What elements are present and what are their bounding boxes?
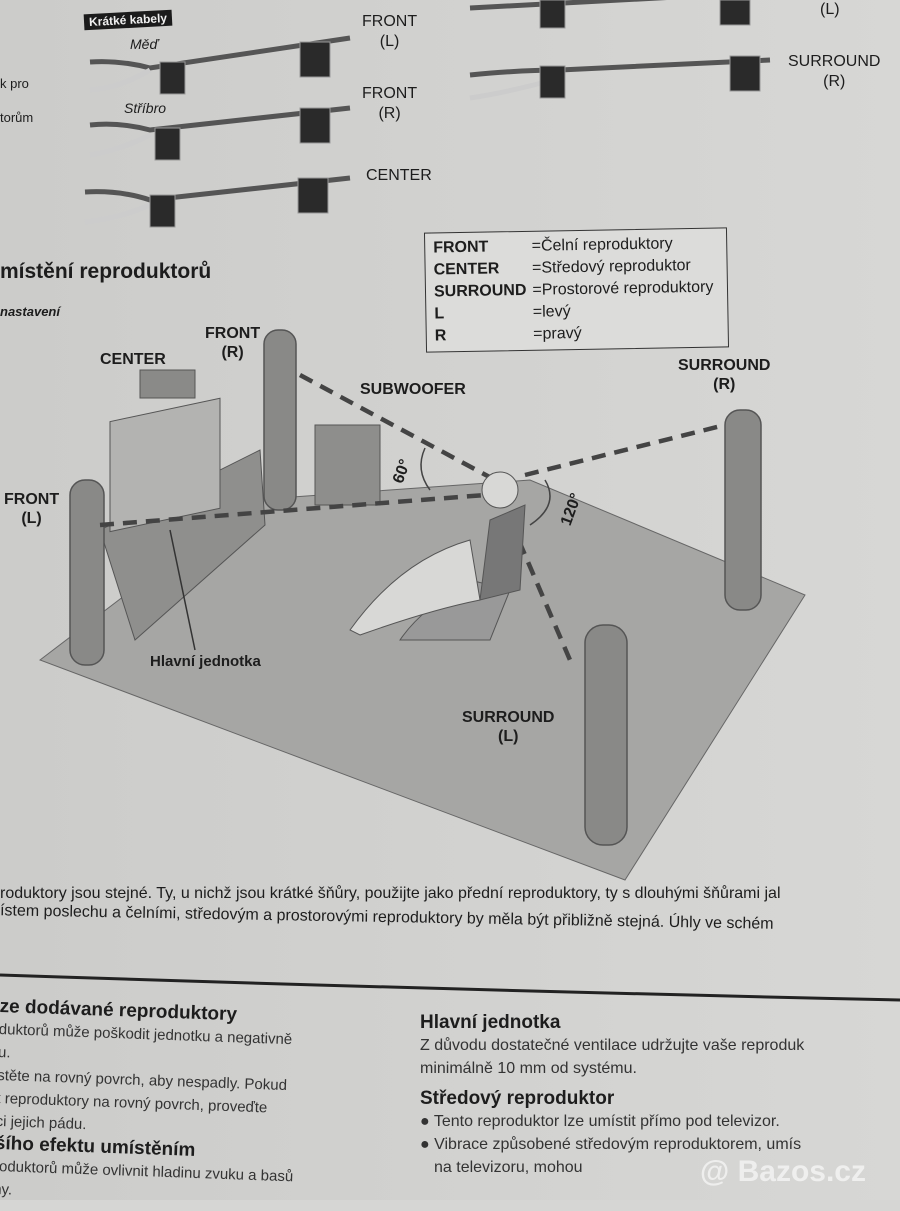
right-column: Hlavní jednotka Z důvodu dostatečné vent… <box>420 1012 804 1179</box>
section-subtitle: nastavení <box>0 304 60 319</box>
subwoofer <box>314 424 381 506</box>
leader-line <box>169 529 196 651</box>
cable-label-front-l: FRONT(L) <box>362 13 418 50</box>
label-center: CENTER <box>100 351 166 368</box>
watermark: @ Bazos.cz <box>700 1155 866 1188</box>
legend-row: R=pravý <box>434 324 582 345</box>
right-heading-center-speaker: Středový reproduktor <box>420 1088 615 1109</box>
left-column: ze dodávané reproduktory duktorů může po… <box>0 996 299 1211</box>
section-divider <box>0 973 900 1002</box>
label-main-unit: Hlavní jednotka <box>150 653 261 670</box>
cable-label-front-r: FRONT(R) <box>362 85 418 122</box>
cable-label-surround-l: (L) <box>820 1 840 18</box>
label-surround-l: SURROUND(L) <box>462 709 555 745</box>
bullet-item: ● Tento reproduktor lze umístit přímo po… <box>420 1113 780 1130</box>
center-speaker <box>139 369 196 399</box>
text-line: minimálně 10 mm od systému. <box>420 1060 637 1077</box>
cable-label-surround-r: SURROUND(R) <box>788 53 881 90</box>
silver-label: Stříbro <box>124 100 167 116</box>
cable-label-center: CENTER <box>366 167 432 184</box>
bullet-item: ● Vibrace způsobené středovým reprodukto… <box>420 1136 802 1153</box>
tv <box>109 397 221 533</box>
listener <box>349 471 526 641</box>
right-heading-main-unit: Hlavní jednotka <box>420 1012 561 1033</box>
margin-fragment: k pro <box>0 76 29 91</box>
label-subwoofer: SUBWOOFER <box>360 381 466 398</box>
tower-speakers <box>69 329 762 846</box>
margin-fragment: torům <box>0 110 34 125</box>
label-front-l: FRONT(L) <box>4 491 60 527</box>
cable-tags <box>149 0 761 228</box>
body-text-line: roduktory jsou stejné. Ty, u nichž jsou … <box>0 885 781 902</box>
angle-arcs <box>420 447 551 526</box>
section-title: místění reproduktorů <box>0 260 212 283</box>
copper-label: Měď <box>130 36 159 52</box>
bullet-item-continued: na televizoru, mohou <box>434 1159 583 1176</box>
label-front-r: FRONT(R) <box>205 325 261 361</box>
legend-box: FRONT=Čelní reproduktory CENTER=Středový… <box>423 227 730 353</box>
text-line: Z důvodu dostatečné ventilace udržujte v… <box>420 1037 805 1054</box>
label-surround-r: SURROUND(R) <box>678 357 771 393</box>
